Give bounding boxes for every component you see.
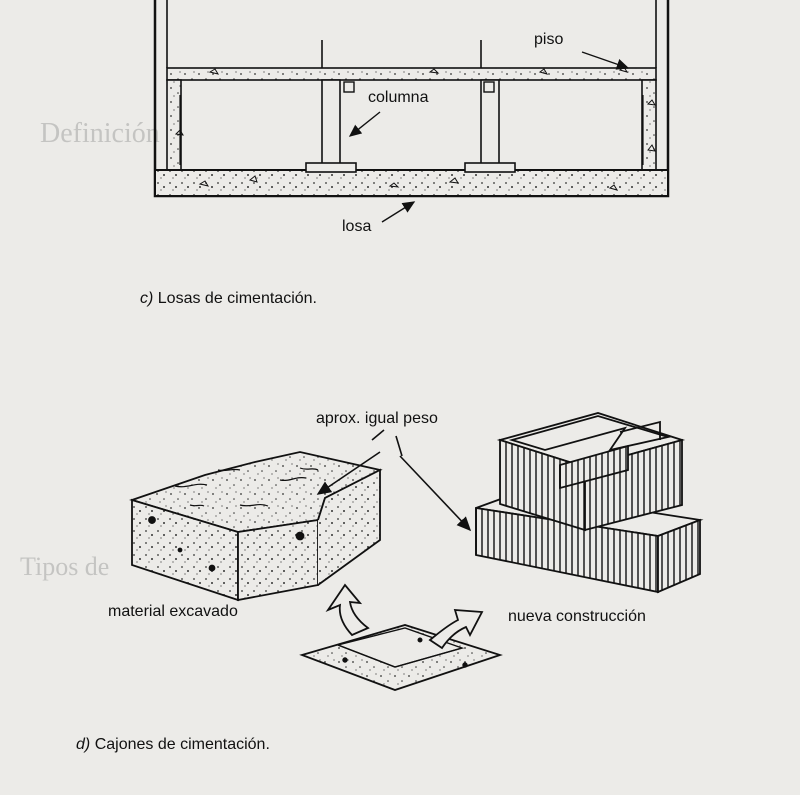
left-basement-wall [166,79,182,171]
label-column: columna [368,89,429,106]
label-floor: piso [534,31,564,48]
column-left [321,79,341,166]
caption-c: c) Losas de cimentación. [140,290,317,308]
equal-weight-arrow-right [399,455,472,532]
bleed-heading-2: Tipos de [20,552,110,581]
label-equal-weight: aprox. igual peso [316,410,438,427]
right-basement-wall [641,79,657,171]
label-excavated: material excavado [108,603,238,620]
left-curved-arrow [325,583,370,637]
caption-c-text: Losas de cimentación. [157,290,317,307]
new-construction-building [475,412,704,594]
caption-c-letter: c) [140,290,154,307]
excavated-material-block [129,451,383,602]
label-slab: losa [342,218,372,235]
right-curved-arrow [428,609,484,650]
bleed-heading-1: Definición [40,118,160,149]
footing-left [305,162,357,173]
equal-weight-bracket [371,429,403,457]
footing-right [464,162,516,173]
floor-arrow [581,51,630,70]
caption-d-text: Cajones de cimentación. [94,736,270,753]
slab-arrow [381,201,416,223]
foundation-slab [154,169,669,197]
excavation-pit [299,624,503,691]
floor-slab [166,67,657,81]
label-new-building: nueva construcción [508,608,646,625]
equal-weight-arrow-left [316,451,381,495]
column-arrow [348,111,381,137]
caption-d: d) Cajones de cimentación. [76,736,270,754]
caption-d-letter: d) [76,736,91,753]
column-right [480,79,500,166]
